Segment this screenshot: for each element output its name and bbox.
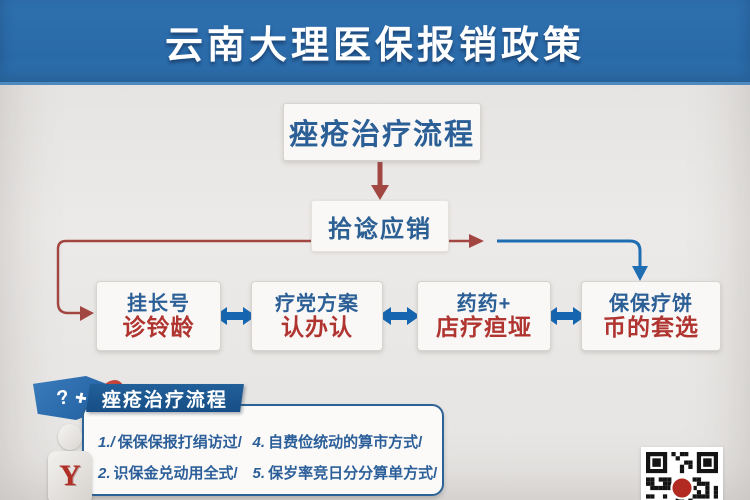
list-item: 1./保保保报打绢访过/: [98, 431, 253, 452]
flow-title-label: 痤疮治疗流程: [288, 119, 475, 151]
person-head-icon: [58, 424, 82, 450]
connector-right-red-head-icon: [469, 234, 484, 248]
flow-step-box-3: 药药+ 店疗疸垭: [417, 281, 551, 351]
panel-banner-label: 痤疮治疗流程: [101, 389, 228, 411]
list-item-number: 4.: [252, 434, 266, 451]
flow-mid-label: 拾谂应销: [328, 215, 432, 243]
flow-title-box: 痤疮治疗流程: [283, 103, 481, 161]
double-arrow-icon: [378, 307, 420, 325]
panel-banner: 痤疮治疗流程: [86, 384, 244, 412]
step3-bottom-label: 店疗疸垭: [436, 314, 532, 341]
list-item-number: 5.: [252, 465, 266, 482]
list-item: 2.识保金兑动用全式/: [98, 462, 253, 483]
qr-code: [641, 447, 723, 500]
connector-left-head-icon: [80, 306, 94, 321]
policy-list-box: 1./保保保报打绢访过/ 4.自费俭统动的算市方式/ 2.识保金兑动用全式/ 5…: [82, 404, 444, 496]
arrow-down-head-icon: [371, 185, 389, 200]
question-mark-icon: ?: [54, 385, 72, 410]
list-item-text: 自费俭统动的算市方式/: [268, 434, 423, 451]
qr-center-logo-icon: [670, 476, 694, 500]
flow-step-box-4: 保保疗饼 币的套选: [581, 281, 721, 351]
list-item-text: 保岁率竞日分分算单方式/: [268, 465, 438, 482]
step2-top-label: 疗党方案: [275, 292, 359, 315]
list-item-text: 保保保报打绢访过/: [117, 434, 242, 451]
step4-bottom-label: 币的套选: [603, 314, 699, 341]
qr-modules: [646, 452, 718, 500]
list-item: 5.保岁率竞日分分算单方式/: [252, 462, 438, 483]
step3-top-label: 药药+: [456, 292, 512, 315]
step4-top-label: 保保疗饼: [609, 292, 693, 315]
flow-mid-box: 拾谂应销: [311, 200, 449, 252]
page-title: 云南大理医保报销政策: [164, 24, 585, 67]
header-banner: 云南大理医保报销政策: [0, 0, 750, 85]
flow-step-box-1: 挂长号 诊铃龄: [96, 281, 221, 351]
step1-top-label: 挂长号: [127, 292, 190, 315]
list-item: 4.自费俭统动的算市方式/: [253, 431, 434, 452]
list-item-text: 识保金兑动用全式/: [113, 465, 238, 482]
flow-step-box-2: 疗党方案 认办认: [251, 281, 383, 351]
y-letter-icon: Y: [59, 459, 81, 492]
list-item-number: 2.: [98, 465, 111, 482]
connector-right-blue-icon: [497, 239, 642, 266]
qr-code-graphic: [646, 452, 718, 500]
person-figure-icon: Y: [42, 424, 100, 500]
person-body-icon: Y: [48, 451, 92, 500]
connector-blue-head-icon: [632, 266, 648, 281]
list-item-number: 1./: [98, 434, 115, 451]
step1-bottom-label: 诊铃龄: [122, 314, 195, 341]
step2-bottom-label: 认办认: [281, 314, 353, 341]
